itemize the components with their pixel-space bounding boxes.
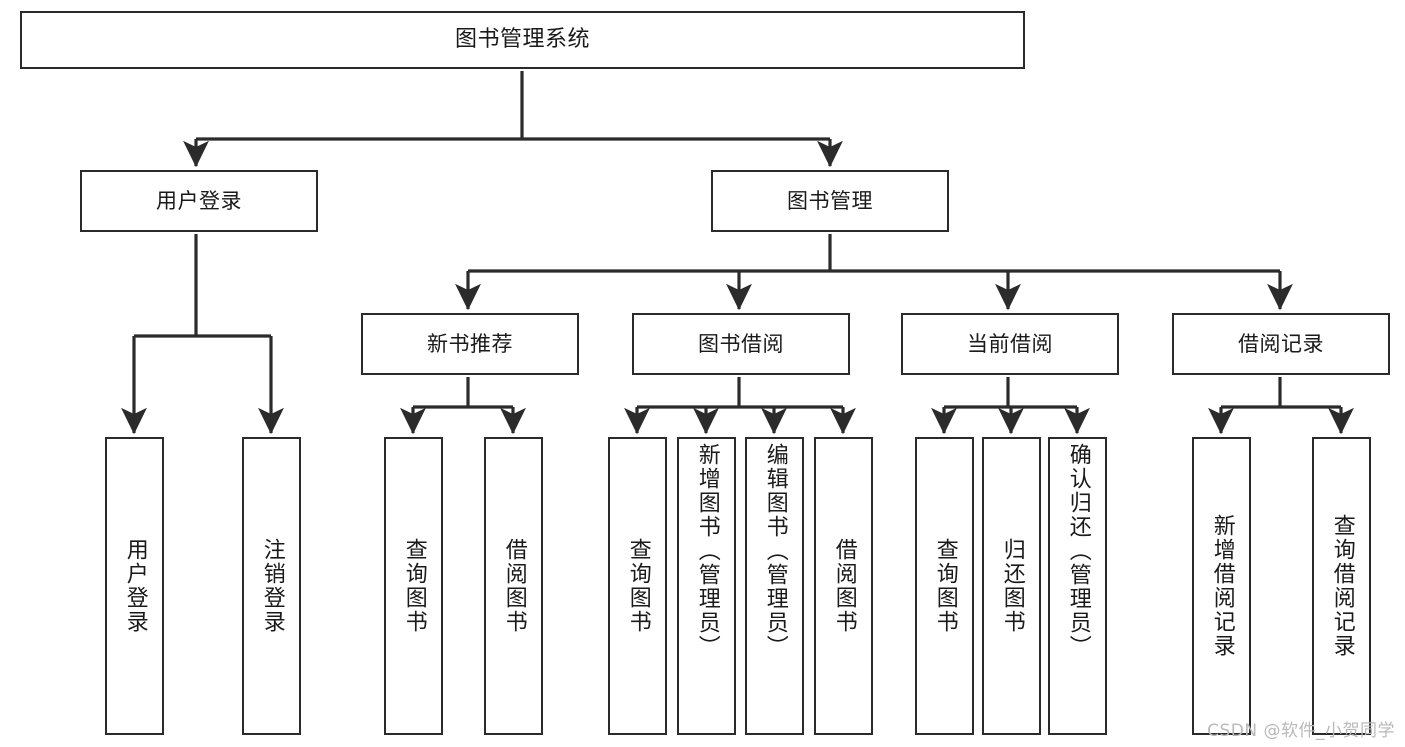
node-book-management-label: 图书管理	[787, 188, 873, 213]
leaf-query-borrow-record[interactable]: 查询借阅记录	[1312, 437, 1371, 735]
leaf-borrow-book-newbook-label: 借阅图书	[501, 538, 527, 634]
leaf-query-book-current[interactable]: 查询图书	[915, 437, 974, 735]
leaf-query-borrow-record-label: 查询借阅记录	[1329, 514, 1355, 658]
node-book-management[interactable]: 图书管理	[711, 170, 949, 232]
leaf-user-login[interactable]: 用户登录	[105, 437, 164, 735]
leaf-query-book-current-label: 查询图书	[932, 538, 958, 634]
leaf-borrow-book-newbook[interactable]: 借阅图书	[484, 437, 543, 735]
node-borrow-record-label: 借阅记录	[1238, 331, 1324, 356]
node-root[interactable]: 图书管理系统	[20, 11, 1025, 69]
node-book-borrow-label: 图书借阅	[698, 331, 784, 356]
leaf-user-login-label: 用户登录	[122, 538, 148, 634]
leaf-query-book-borrow-label: 查询图书	[625, 538, 651, 634]
leaf-borrow-book-borrow-label: 借阅图书	[831, 538, 857, 634]
node-user-login[interactable]: 用户登录	[80, 170, 318, 232]
node-new-book-recommend[interactable]: 新书推荐	[361, 313, 579, 375]
leaf-add-borrow-record[interactable]: 新增借阅记录	[1192, 437, 1251, 735]
node-current-borrow-label: 当前借阅	[967, 331, 1053, 356]
leaf-edit-book-admin[interactable]: 编辑图书（管理员）	[745, 437, 804, 735]
leaf-add-borrow-record-label: 新增借阅记录	[1209, 514, 1235, 658]
leaf-return-book-label: 归还图书	[999, 538, 1025, 634]
leaf-query-book-newbook-label: 查询图书	[401, 538, 427, 634]
leaf-confirm-return-admin-label: 确认归还（管理员）	[1065, 443, 1091, 659]
leaf-return-book[interactable]: 归还图书	[982, 437, 1041, 735]
leaf-edit-book-admin-label: 编辑图书（管理员）	[762, 443, 788, 659]
node-root-label: 图书管理系统	[454, 27, 590, 53]
node-borrow-record[interactable]: 借阅记录	[1172, 313, 1390, 375]
leaf-add-book-admin-label: 新增图书（管理员）	[694, 443, 720, 659]
leaf-query-book-borrow[interactable]: 查询图书	[608, 437, 667, 735]
node-new-book-recommend-label: 新书推荐	[427, 331, 513, 356]
node-book-borrow[interactable]: 图书借阅	[632, 313, 850, 375]
leaf-logout[interactable]: 注销登录	[242, 437, 301, 735]
leaf-query-book-newbook[interactable]: 查询图书	[384, 437, 443, 735]
leaf-logout-label: 注销登录	[259, 538, 285, 634]
node-user-login-label: 用户登录	[156, 188, 242, 213]
csdn-watermark: CSDN @软件_小贺同学	[1207, 721, 1395, 741]
leaf-add-book-admin[interactable]: 新增图书（管理员）	[677, 437, 736, 735]
leaf-confirm-return-admin[interactable]: 确认归还（管理员）	[1048, 437, 1107, 735]
node-current-borrow[interactable]: 当前借阅	[901, 313, 1119, 375]
leaf-borrow-book-borrow[interactable]: 借阅图书	[814, 437, 873, 735]
